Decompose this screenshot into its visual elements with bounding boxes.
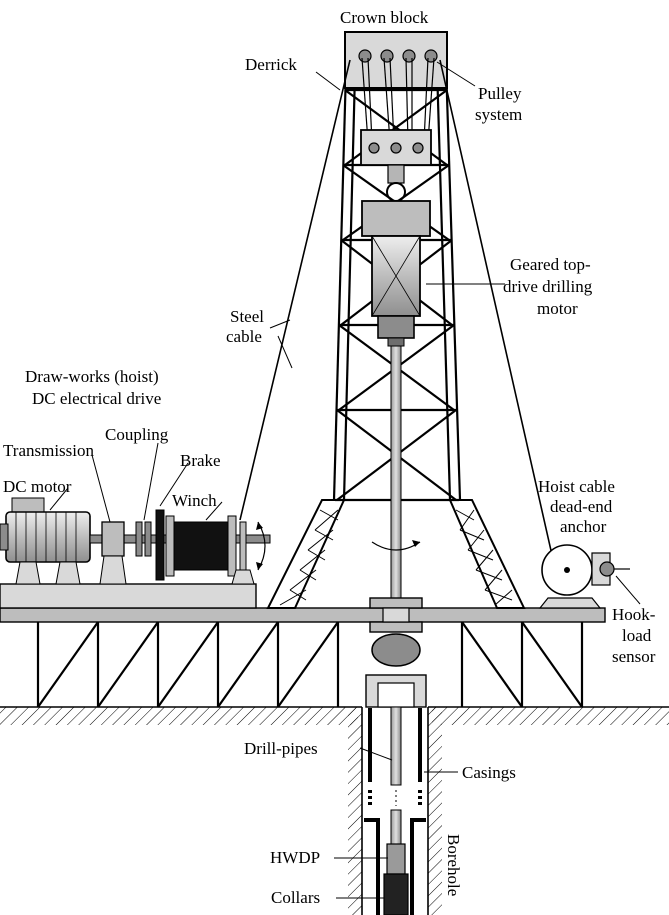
label-brake: Brake [180, 451, 221, 470]
label-coupling: Coupling [105, 425, 169, 444]
top-drive-motor [361, 200, 431, 347]
label-steel-cable-line1: Steel [230, 307, 264, 326]
label-hoist-anchor-line1: Hoist cable [538, 477, 615, 496]
drawworks-skid [0, 583, 257, 609]
label-drawworks-line2: DC electrical drive [32, 389, 161, 408]
label-top-drive-line1: Geared top- [510, 255, 591, 274]
label-drawworks-line1: Draw-works (hoist) [25, 367, 159, 386]
derrick-base-left [266, 499, 346, 609]
label-top-drive-line2: drive drilling [503, 277, 593, 296]
label-collars: Collars [271, 888, 320, 907]
crown-block [344, 31, 448, 89]
brake [155, 509, 165, 581]
pulley-lines [361, 57, 435, 143]
label-winch: Winch [172, 491, 217, 510]
label-hook-load-line2: load [622, 626, 652, 645]
steel-cable [239, 59, 553, 556]
winch-drum [165, 515, 266, 585]
dead-end-anchor [538, 544, 611, 609]
label-dc-motor: DC motor [3, 477, 72, 496]
label-steel-cable-line2: cable [226, 327, 262, 346]
label-hoist-anchor-line3: anchor [560, 517, 607, 536]
label-hook-load-line3: sensor [612, 647, 656, 666]
label-transmission: Transmission [3, 441, 95, 460]
derrick-base-right [448, 499, 526, 609]
labels: Crown block Derrick Pulley system Geared… [3, 8, 656, 907]
coupling [135, 521, 152, 557]
label-drill-pipes: Drill-pipes [244, 739, 318, 758]
label-pulley-system-line2: system [475, 105, 522, 124]
ground [0, 706, 669, 915]
label-derrick: Derrick [245, 55, 297, 74]
leader-lines [49, 61, 641, 899]
label-hook-load-line1: Hook- [612, 605, 656, 624]
label-casings: Casings [462, 763, 516, 782]
label-hwdp: HWDP [270, 848, 320, 867]
label-crown-block: Crown block [340, 8, 429, 27]
label-pulley-system-line1: Pulley [478, 84, 522, 103]
rig-floor-deck [0, 607, 606, 708]
label-hoist-anchor-line2: dead-end [550, 497, 613, 516]
casings [364, 708, 426, 915]
drill-string [365, 345, 427, 915]
dc-motor [0, 497, 91, 585]
hook-load-sensor [599, 561, 630, 577]
travelling-block [360, 129, 432, 202]
label-top-drive-line3: motor [537, 299, 578, 318]
label-borehole: Borehole [444, 834, 463, 896]
